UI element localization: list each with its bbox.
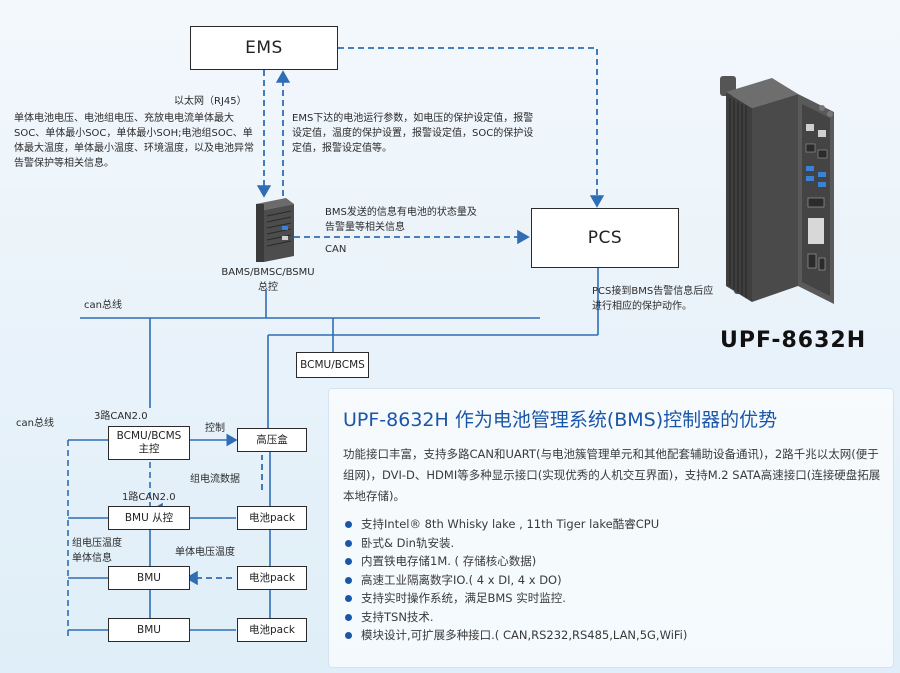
feature-item: 支持实时操作系统，满足BMS 实时监控. <box>343 589 687 608</box>
battery-pack-2[interactable]: 电池pack <box>237 566 307 590</box>
feature-list: 支持Intel® 8th Whisky lake , 11th Tiger la… <box>343 515 687 645</box>
ems-to-pcs-arrow <box>338 47 605 208</box>
bmu-box-2[interactable]: BMU <box>108 618 190 642</box>
battery-pack-3[interactable]: 电池pack <box>237 618 307 642</box>
battery-pack-1[interactable]: 电池pack <box>237 506 307 530</box>
feature-item: 支持TSN技术. <box>343 608 687 627</box>
bcmu-main-box[interactable]: BCMU/BCMS 主控 <box>108 426 190 460</box>
controller-device-icon <box>256 198 294 262</box>
hv-box-label: 高压盒 <box>256 433 288 446</box>
feature-item: 卧式& Din轨安装. <box>343 534 687 553</box>
ems-label: EMS <box>245 38 283 58</box>
bms-to-ems-info: 单体电池电压、电池组电压、充放电电流单体最大SOC、单体最小SOC，单体最小SO… <box>14 113 254 169</box>
can3-label: 3路CAN2.0 <box>94 411 148 422</box>
hv-box[interactable]: 高压盒 <box>237 428 307 452</box>
bmu-slave-label: BMU 从控 <box>124 511 174 524</box>
can-label: CAN <box>325 244 347 255</box>
pcs-box[interactable]: PCS <box>531 208 679 268</box>
upf-8632h-device-image <box>720 76 834 304</box>
can1-label: 1路CAN2.0 <box>122 492 176 503</box>
bullet-icon <box>345 595 352 602</box>
bullet-icon <box>345 521 352 528</box>
bms-to-pcs-info: BMS发送的信息有电池的状态量及告警量等相关信息 <box>325 207 477 233</box>
advantages-panel: UPF-8632H 作为电池管理系统(BMS)控制器的优势 功能接口丰富，支持多… <box>328 388 894 668</box>
ems-to-bms-info: EMS下达的电池运行参数，如电压的保护设定值，报警设定值，温度的保护设置，报警设… <box>292 113 534 154</box>
bmu-2-label: BMU <box>137 623 161 636</box>
feature-item: 模块设计,可扩展多种接口.( CAN,RS232,RS485,LAN,5G,Wi… <box>343 626 687 645</box>
control-label: 控制 <box>205 423 225 434</box>
bcmu-bcms-box[interactable]: BCMU/BCMS <box>296 352 369 378</box>
battery-pack-2-label: 电池pack <box>249 571 295 584</box>
ems-box[interactable]: EMS <box>190 26 338 70</box>
can-bus-label-left: can总线 <box>16 418 54 429</box>
can-bus-label-top: can总线 <box>84 300 122 311</box>
product-model-name: UPF-8632H <box>720 328 867 353</box>
bullet-icon <box>345 632 352 639</box>
bmu-box-1[interactable]: BMU <box>108 566 190 590</box>
group-vt-label: 组电压温度 单体信息 <box>72 538 122 564</box>
cell-vt-label: 单体电压温度 <box>175 547 235 558</box>
battery-pack-1-label: 电池pack <box>249 511 295 524</box>
bmu-1-label: BMU <box>137 571 161 584</box>
controller-label: BAMS/BMSC/BSMU 总控 <box>221 267 315 293</box>
bmu-slave-box[interactable]: BMU 从控 <box>108 506 190 530</box>
feature-item: 高速工业隔离数字IO.( 4 x DI, 4 x DO) <box>343 571 687 590</box>
feature-item: 内置铁电存储1M. ( 存储核心数据) <box>343 552 687 571</box>
panel-title: UPF-8632H 作为电池管理系统(BMS)控制器的优势 <box>343 409 778 431</box>
pcs-note: PCS接到BMS告警信息后应进行相应的保护动作。 <box>592 286 714 312</box>
bcmu-bcms-label: BCMU/BCMS <box>300 358 365 371</box>
bcmu-main-label: BCMU/BCMS 主控 <box>116 430 182 455</box>
battery-pack-3-label: 电池pack <box>249 623 295 636</box>
feature-item: 支持Intel® 8th Whisky lake , 11th Tiger la… <box>343 515 687 534</box>
panel-intro: 功能接口丰富，支持多路CAN和UART(与电池簇管理单元和其他配套辅助设备通讯)… <box>343 447 881 503</box>
bullet-icon <box>345 613 352 621</box>
bullet-icon <box>345 539 352 547</box>
group-current-label: 组电流数据 <box>190 474 240 485</box>
bullet-icon <box>345 558 352 565</box>
pcs-label: PCS <box>587 228 623 248</box>
ethernet-label: 以太网（RJ45） <box>174 96 247 107</box>
bullet-icon <box>345 576 352 584</box>
